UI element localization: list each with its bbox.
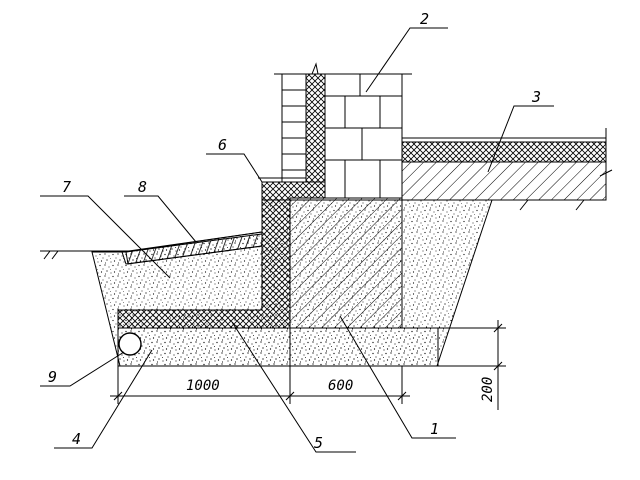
callout-8: 8 [138, 178, 147, 196]
callout-2: 2 [420, 10, 429, 28]
callout-5: 5 [314, 434, 323, 452]
dim-left: 1000 [186, 378, 220, 394]
callout-9: 9 [48, 368, 57, 386]
dimension-lines [110, 320, 506, 410]
gravel-strip [117, 327, 439, 367]
blind-area-paving [125, 233, 263, 265]
callout-1: 1 [430, 420, 439, 438]
leader-lines [40, 27, 554, 453]
callout-7: 7 [62, 178, 71, 196]
wall-insulation [305, 73, 326, 183]
ground-line [40, 250, 130, 260]
wall-plinth [258, 177, 307, 183]
dim-height: 200 [480, 377, 496, 402]
dim-right: 600 [328, 378, 353, 394]
floor-slab [401, 128, 613, 211]
callout-4: 4 [72, 430, 81, 448]
drain-pipe [118, 332, 142, 356]
brick-wall [274, 62, 319, 183]
callout-3: 3 [531, 88, 541, 106]
block-wall [324, 73, 412, 199]
callout-6: 6 [218, 136, 227, 154]
concrete-foundation [289, 197, 403, 329]
